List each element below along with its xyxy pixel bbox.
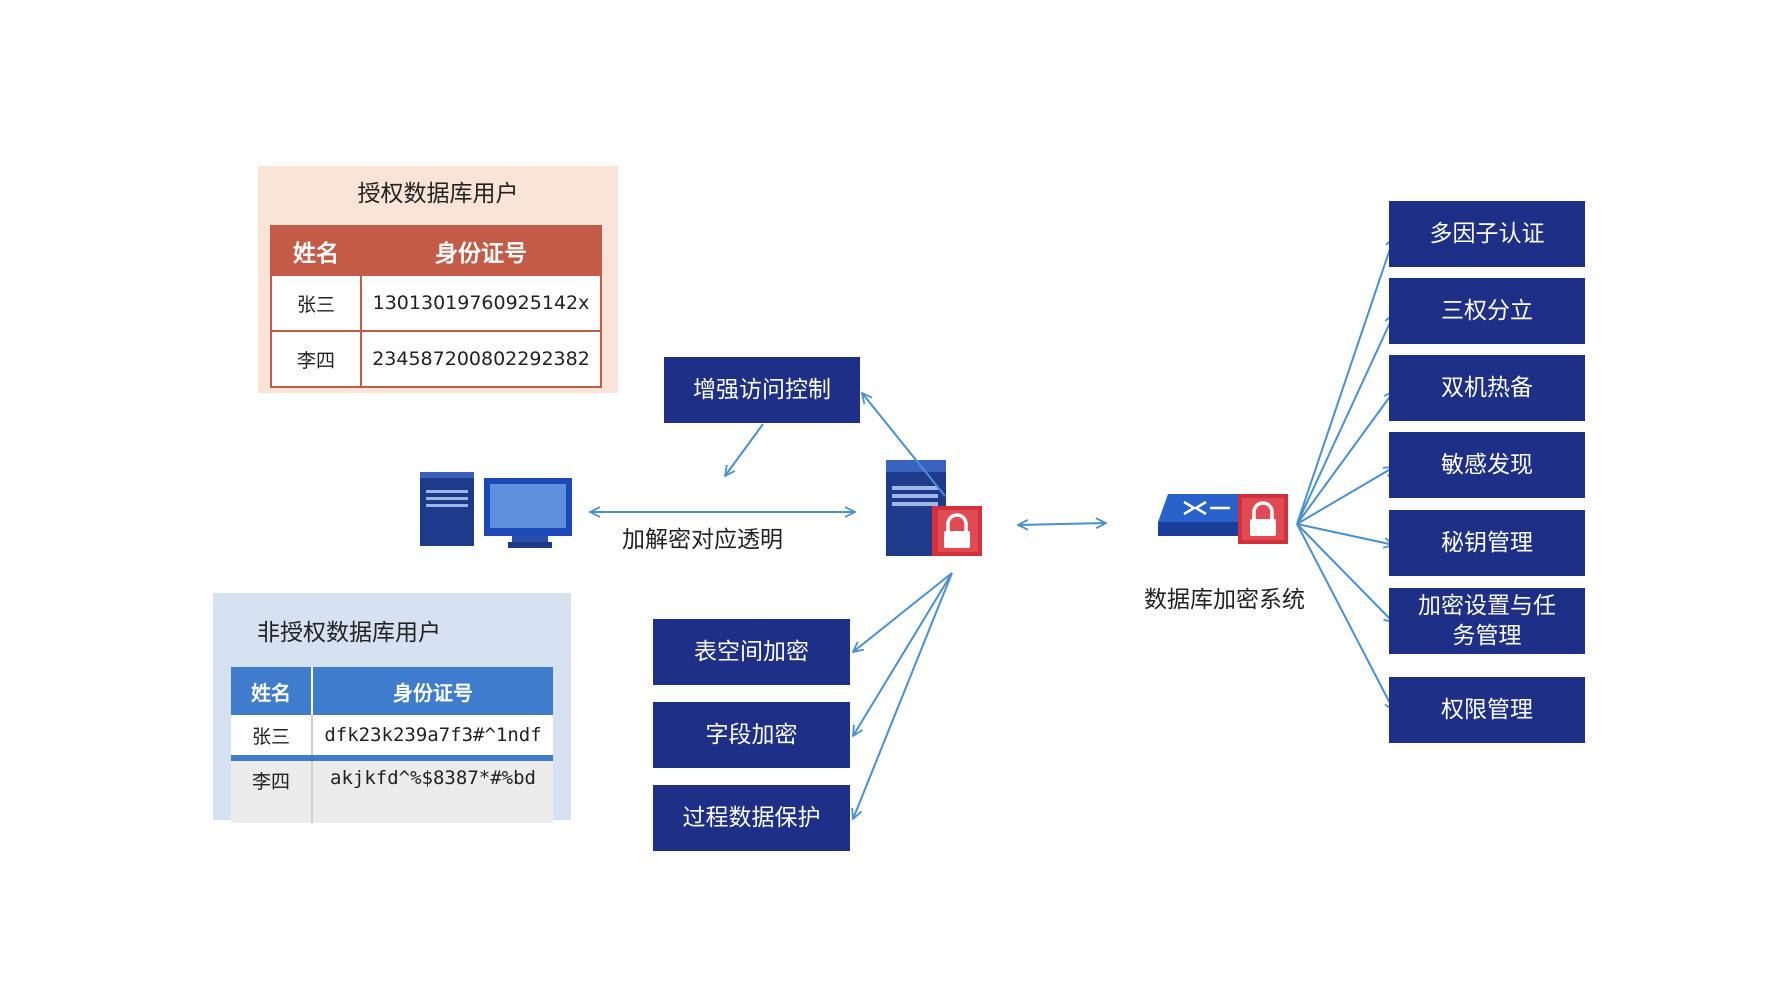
column-header-id: 身份证号 — [311, 667, 553, 715]
feature-box-separation-of-powers: 三权分立 — [1389, 278, 1585, 344]
user-name-cell: 张三 — [231, 715, 313, 761]
arrow-process — [853, 572, 953, 819]
computer-icon — [420, 472, 572, 548]
user-name-cell: 张三 — [270, 274, 362, 332]
arrow-feature-6 — [1296, 523, 1394, 623]
arrow-feature-5 — [1296, 523, 1394, 545]
table-row: 张三 dfk23k239a7f3#^1ndf — [231, 715, 553, 761]
encrypted-id-cell: akjkfd^%$8387*#%bd — [312, 758, 553, 823]
feature-box-permission-management: 权限管理 — [1389, 677, 1585, 743]
arrow-feature-7 — [1296, 523, 1394, 711]
authorized-users-table: 姓名 身份证号 张三 13013019760925142x 李四 2345872… — [270, 225, 602, 388]
arrow-feature-4 — [1296, 467, 1394, 525]
feature-box-key-management: 秘钥管理 — [1389, 510, 1585, 576]
user-id-cell: 234587200802292382 — [360, 330, 602, 388]
encrypted-id-cell: dfk23k239a7f3#^1ndf — [312, 715, 553, 761]
access-control-box: 增强访问控制 — [664, 357, 860, 423]
user-id-cell: 13013019760925142x — [360, 274, 602, 332]
authorized-users-title: 授权数据库用户 — [357, 181, 519, 207]
arrow-access-down — [725, 423, 764, 476]
process-data-protection-box: 过程数据保护 — [653, 785, 850, 851]
tablespace-encryption-box: 表空间加密 — [653, 619, 850, 685]
feature-box-hot-standby: 双机热备 — [1389, 355, 1585, 421]
column-header-id: 身份证号 — [360, 225, 602, 276]
arrow-access-up — [862, 393, 946, 497]
authorized-users-panel: 授权数据库用户 姓名 身份证号 张三 13013019760925142x 李四… — [258, 166, 618, 393]
arrow-feature-2 — [1296, 314, 1394, 525]
user-name-cell: 李四 — [270, 330, 362, 388]
table-row: 李四 akjkfd^%$8387*#%bd — [231, 758, 553, 823]
unauthorized-users-title: 非授权数据库用户 — [257, 620, 441, 646]
network-switch-icon — [1158, 494, 1288, 544]
arrow-server-system — [1018, 523, 1106, 525]
unauthorized-users-panel: 非授权数据库用户 姓名 身份证号 张三 dfk23k239a7f3#^1ndf … — [213, 593, 571, 823]
lock-icon — [932, 506, 982, 556]
field-encryption-box: 字段加密 — [653, 702, 850, 768]
feature-box-encryption-task-management: 加密设置与任务管理 — [1389, 588, 1585, 654]
arrow-feature-3 — [1296, 391, 1394, 525]
column-header-name: 姓名 — [231, 667, 312, 715]
arrow-feature-1 — [1296, 237, 1394, 525]
column-header-name: 姓名 — [270, 225, 362, 276]
arrow-field — [853, 572, 953, 736]
unauthorized-users-table: 姓名 身份证号 张三 dfk23k239a7f3#^1ndf 李四 akjkfd… — [231, 667, 553, 823]
arrow-tablespace — [853, 572, 953, 652]
transparent-encryption-label: 加解密对应透明 — [622, 527, 783, 553]
user-name-cell: 李四 — [231, 758, 313, 823]
table-row: 李四 234587200802292382 — [270, 330, 602, 388]
database-server-icon — [886, 460, 982, 556]
lock-icon — [1238, 494, 1288, 544]
feature-box-sensitive-discovery: 敏感发现 — [1389, 432, 1585, 498]
table-row: 张三 13013019760925142x — [270, 274, 602, 332]
feature-box-multifactor-auth: 多因子认证 — [1389, 201, 1585, 267]
encryption-system-label: 数据库加密系统 — [1144, 587, 1305, 613]
